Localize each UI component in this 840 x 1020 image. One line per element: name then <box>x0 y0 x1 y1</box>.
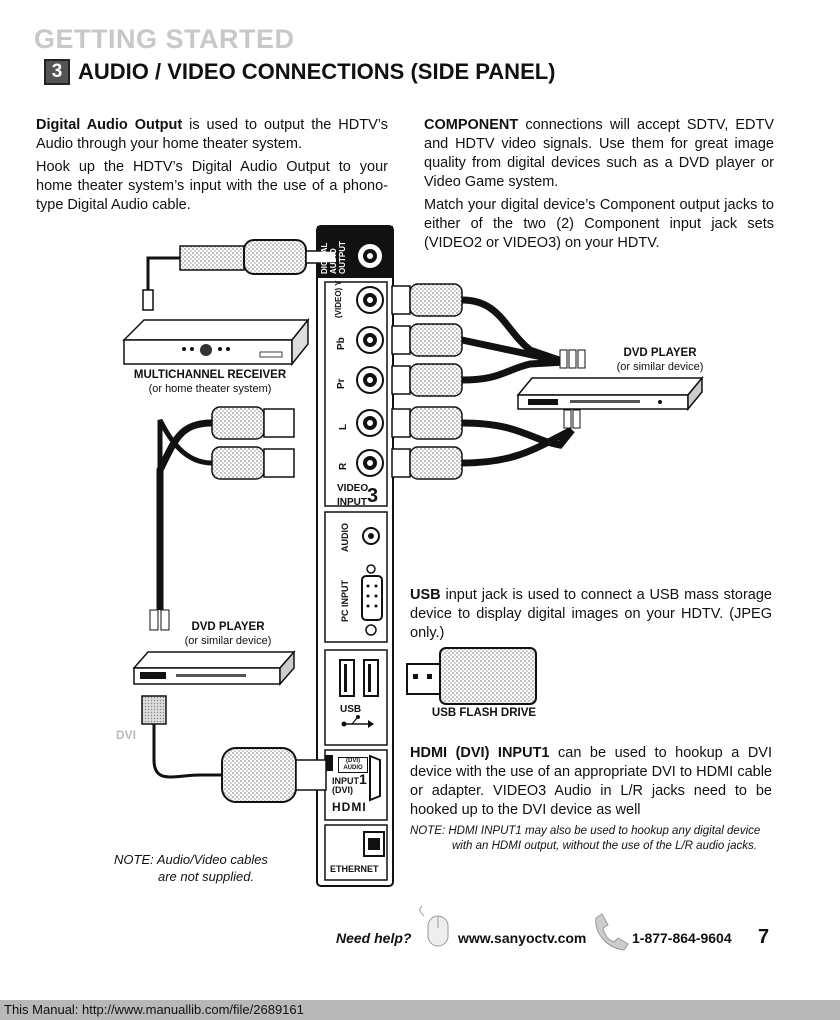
dvd-player-left <box>132 650 296 686</box>
digital-audio-line2: AUDIO <box>329 248 338 274</box>
component-bold: COMPONENT <box>424 117 519 133</box>
hdmi-text: can be used to hookup a DVI device with … <box>410 745 773 818</box>
left-note-label: NOTE <box>114 852 151 867</box>
usb-text: input jack is used to connect a USB mass… <box>410 587 772 641</box>
video-input-label: VIDEO INPUT3 <box>337 484 378 508</box>
right-audio-cable <box>391 406 581 480</box>
dvd-player-right <box>516 375 704 412</box>
dvi-cable <box>141 695 327 803</box>
digital-audio-bold: Digital Audio Output <box>36 117 183 133</box>
receiver-caption: MULTICHANNEL RECEIVER (or home theater s… <box>120 368 300 396</box>
usb-flash-drive <box>406 647 537 705</box>
receiver-sub: (or home theater system) <box>148 383 272 395</box>
dvd-left-caption: DVD PLAYER (or similar device) <box>168 620 288 648</box>
manual-source-bar: This Manual: http://www.manuallib.com/fi… <box>0 1000 840 1020</box>
input-number: 3 <box>367 485 379 507</box>
digital-audio-paragraph: Digital Audio Output is used to output t… <box>36 116 388 154</box>
left-note-line2: are not supplied. <box>158 869 255 884</box>
dvd-left-name: DVD PLAYER <box>191 621 265 633</box>
audio-label: AUDIO <box>340 523 350 552</box>
input-text: INPUT <box>337 497 367 508</box>
ethernet-label: ETHERNET <box>330 864 379 874</box>
hdmi-note-label: NOTE <box>410 825 442 837</box>
page-title-row: 3 AUDIO / VIDEO CONNECTIONS (SIDE PANEL) <box>44 58 556 86</box>
hdmi-logo: HDMI <box>332 800 367 814</box>
hdmi-bold: HDMI (DVI) INPUT1 <box>410 745 550 761</box>
audio-l-jack <box>356 409 384 437</box>
component-y-jack <box>356 286 384 314</box>
receiver-name: MULTICHANNEL RECEIVER <box>133 369 287 381</box>
left-text-block: Digital Audio Output is used to output t… <box>36 116 388 215</box>
match-paragraph: Match your digital device’s Component ou… <box>424 197 774 251</box>
usb-label: USB <box>340 704 362 715</box>
hdmi-text-block: HDMI (DVI) INPUT1 can be used to hookup … <box>410 744 772 854</box>
digital-audio-line3: OUTPUT <box>338 241 347 274</box>
website-link[interactable]: www.sanyoctv.com <box>458 930 587 946</box>
page-number: 7 <box>758 926 770 948</box>
r-label: R <box>338 462 349 470</box>
pc-input-vga-port <box>361 564 383 636</box>
dvd-right-sub: (or similar device) <box>616 361 704 373</box>
dvi-audio-label: (DVI) AUDIO <box>338 757 368 773</box>
video-y-label: (VIDEO) Y <box>334 280 343 318</box>
digital-audio-line1: DIGITAL <box>320 242 329 274</box>
hdmi-input-label: INPUT1 (DVI) <box>332 772 367 795</box>
pb-label: Pb <box>336 337 347 350</box>
usb-ports <box>339 659 379 697</box>
pc-audio-jack <box>362 527 380 545</box>
digital-audio-text: is used to output the HDTV’s Audio throu… <box>36 117 388 152</box>
component-text: connections will accept SDTV, EDTV and H… <box>424 117 774 190</box>
dvd-left-sub: (or similar device) <box>184 635 272 647</box>
hdmi-note-text: : HDMI INPUT1 may also be used to hookup… <box>441 825 761 852</box>
hdmi-input-number: 1 <box>359 771 367 787</box>
right-text-block: COMPONENT connections will accept SDTV, … <box>424 116 774 253</box>
usb-bold: USB <box>410 587 441 603</box>
usb-paragraph: USB input jack is used to connect a USB … <box>410 586 772 643</box>
dvd-right-caption: DVD PLAYER (or similar device) <box>600 346 720 374</box>
usb-text-block: USB input jack is used to connect a USB … <box>410 586 772 643</box>
hookup-paragraph: Hook up the HDTV’s Digital Audio Output … <box>36 159 388 213</box>
need-help-text: Need help? <box>336 930 412 946</box>
multichannel-receiver <box>122 317 310 367</box>
video-input-text: VIDEO <box>337 483 369 494</box>
mouse-icon <box>419 905 449 947</box>
dvd-right-name: DVD PLAYER <box>623 347 697 359</box>
left-audio-cable <box>149 406 295 631</box>
section-title: GETTING STARTED <box>34 24 295 54</box>
usb-drive-caption: USB FLASH DRIVE <box>431 707 537 719</box>
ethernet-port <box>363 831 385 857</box>
component-paragraph: COMPONENT connections will accept SDTV, … <box>424 116 774 192</box>
left-note: NOTE: Audio/Video cables are not supplie… <box>114 851 268 885</box>
component-cable <box>391 283 586 397</box>
page-title: AUDIO / VIDEO CONNECTIONS (SIDE PANEL) <box>78 59 556 84</box>
left-note-line1: : Audio/Video cables <box>150 852 268 867</box>
pr-label: Pr <box>336 378 347 389</box>
hdmi-paragraph: HDMI (DVI) INPUT1 can be used to hookup … <box>410 744 772 820</box>
hdmi-input-text: INPUT <box>332 776 359 786</box>
digital-audio-cable <box>142 239 337 311</box>
component-pb-jack <box>356 326 384 354</box>
phone-number: 1-877-864-9604 <box>632 930 732 946</box>
phone-icon <box>595 913 629 951</box>
hdmi-note: NOTE: HDMI INPUT1 may also be used to ho… <box>410 824 772 854</box>
dvi-caption: DVI <box>116 728 137 742</box>
audio-r-jack <box>356 449 384 477</box>
hdmi-dvi-text: (DVI) <box>332 785 353 795</box>
usb-symbol-icon <box>341 715 374 728</box>
hdmi-port <box>325 754 381 802</box>
component-pr-jack <box>356 366 384 394</box>
pc-input-label: PC INPUT <box>340 579 350 622</box>
digital-audio-jack <box>356 242 384 270</box>
step-number-badge: 3 <box>44 59 70 85</box>
l-label: L <box>338 423 349 430</box>
